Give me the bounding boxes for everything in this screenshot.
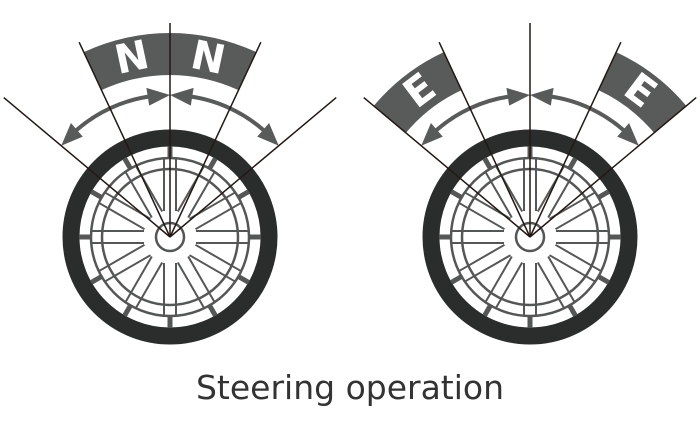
guide-line [169,96,337,238]
guide-line [363,96,531,238]
guide-line [3,96,171,238]
tread-tick [482,156,493,170]
spoke [104,254,151,283]
spoke [195,201,242,231]
arrowhead-icon [61,123,83,146]
spoke [549,254,596,283]
spoke [494,262,524,309]
tread-tick [482,304,493,318]
tread-tick [567,304,578,318]
spoke [187,171,216,218]
spoke [176,262,206,309]
tread-tick [449,189,463,200]
spoke [189,254,236,283]
spoke [464,254,511,283]
tread-tick [89,274,103,285]
arrowhead-icon [617,123,639,146]
guide-line [529,96,697,238]
spoke [484,256,513,303]
arrowhead-icon [257,123,279,146]
spoke [458,201,505,231]
spoke [555,243,602,273]
indicator-band [598,52,687,133]
guide-line [529,41,622,238]
tread-tick [597,189,611,200]
spoke [98,201,145,231]
spoke [98,243,145,273]
tread-tick [237,274,251,285]
caption: Steering operation [195,368,505,407]
tread-tick [89,189,103,200]
guide-line [169,41,262,238]
tread-tick [122,156,133,170]
tread-tick [237,189,251,200]
spoke [547,171,576,218]
guide-line [78,41,171,238]
spoke [195,243,242,273]
spoke [124,256,153,303]
arrowhead-icon [421,123,443,146]
spoke [547,256,576,303]
tread-tick [207,156,218,170]
spoke [187,256,216,303]
tread-tick [122,304,133,318]
spoke [536,262,566,309]
tread-tick [207,304,218,318]
spoke [134,262,164,309]
arrowhead-icon [530,87,554,106]
tread-tick [449,274,463,285]
tread-tick [567,156,578,170]
spoke [484,171,513,218]
spoke [124,171,153,218]
arrowhead-icon [506,87,530,106]
arrowhead-icon [146,87,170,106]
guide-line [438,41,531,238]
spoke [555,201,602,231]
tread-tick [597,274,611,285]
indicator-band [373,52,462,133]
spoke [458,243,505,273]
arrowhead-icon [170,87,194,106]
